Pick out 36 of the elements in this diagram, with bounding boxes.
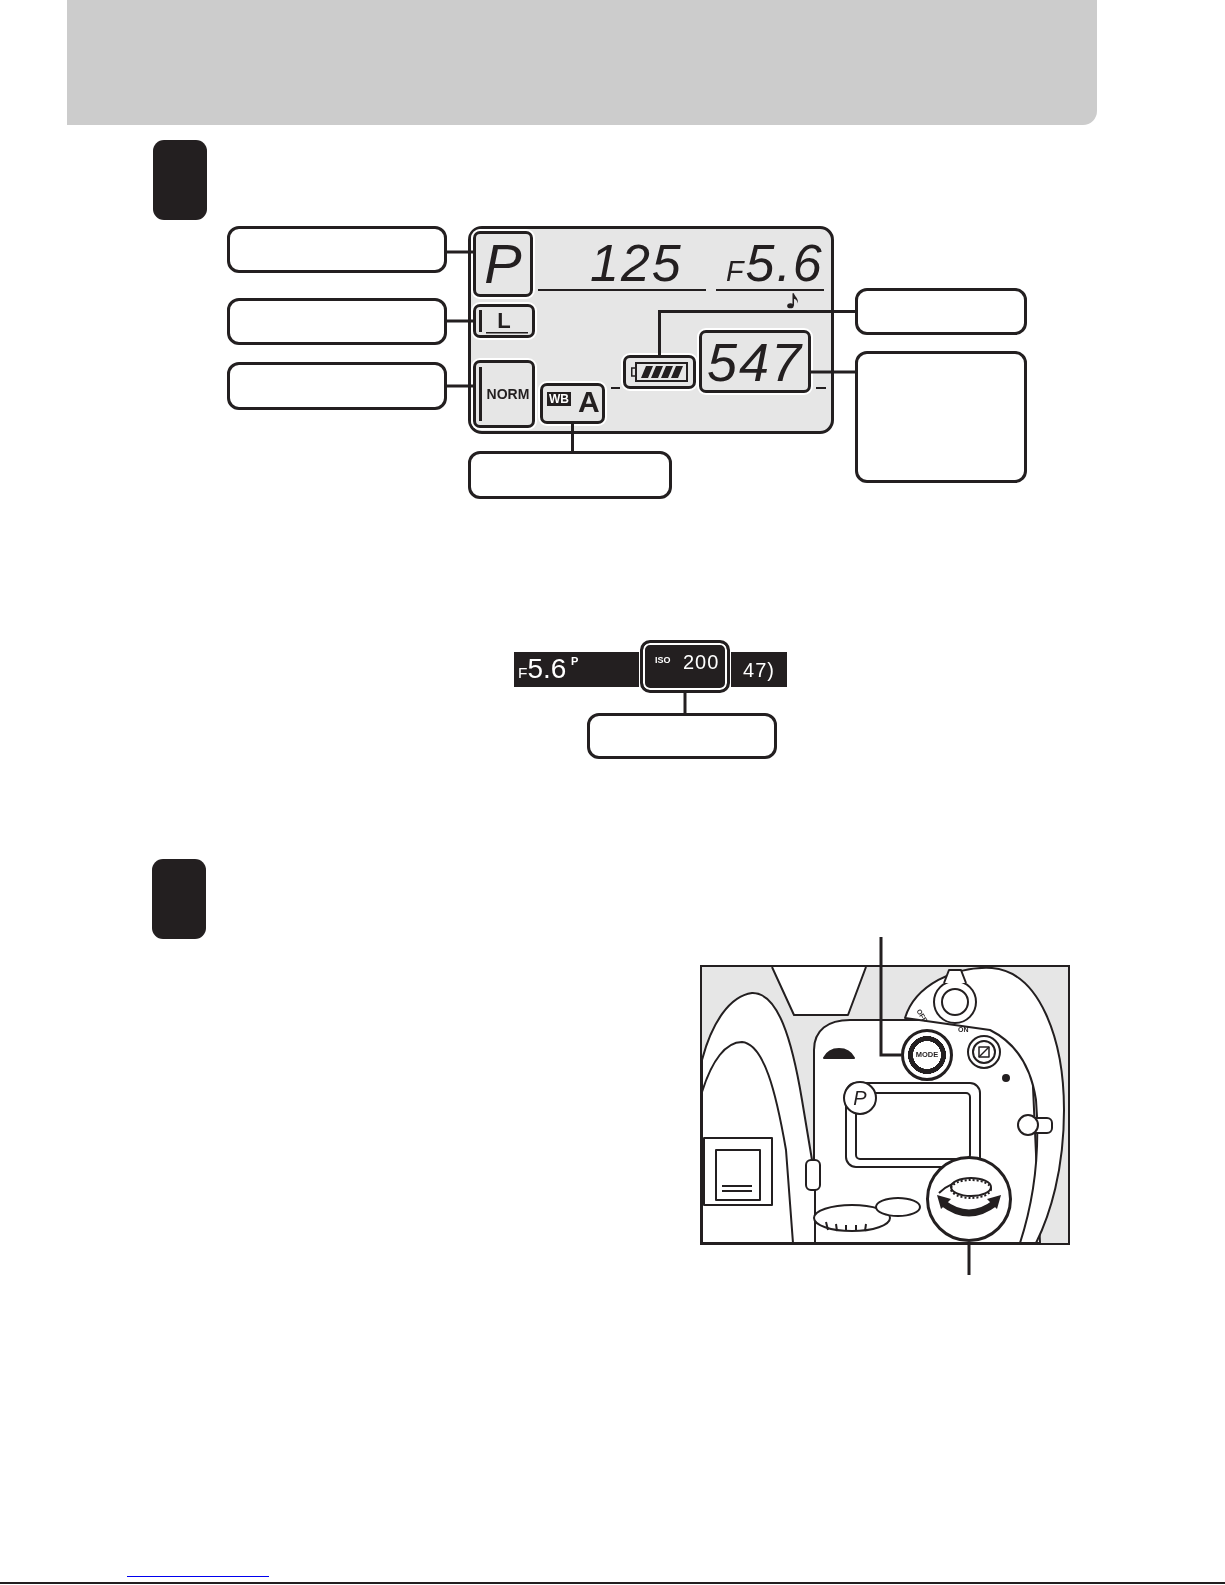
viewfinder-readout: F5.6 [518, 655, 567, 683]
leader-line [658, 310, 855, 355]
callout-box [855, 288, 1027, 335]
leader-line [447, 250, 473, 254]
leader-line [571, 424, 574, 451]
lcd-panel [468, 226, 834, 434]
callout-box [227, 298, 447, 345]
leader-line [447, 384, 473, 388]
leader-line [879, 937, 901, 1057]
step-marker [152, 859, 206, 939]
callout-box [227, 226, 447, 273]
leader-line [447, 319, 473, 323]
step-marker [153, 140, 207, 220]
leader-line [811, 370, 855, 374]
lcd-indicator: P [473, 231, 533, 297]
callout-box [227, 362, 447, 410]
viewfinder-readout: P [571, 656, 579, 667]
lcd-indicator: 547 [699, 330, 811, 393]
leader-line [683, 693, 687, 713]
callout-box [855, 351, 1027, 483]
viewfinder-readout: 200 [683, 652, 720, 672]
viewfinder-readout: ISO [655, 656, 671, 665]
callout-box [587, 713, 777, 759]
viewfinder-display [514, 652, 639, 687]
battery-indicator [623, 355, 696, 389]
leader-line [967, 1242, 971, 1275]
viewfinder-indicator [640, 640, 730, 693]
lcd-indicator: NORM [473, 360, 535, 428]
callout-box [468, 451, 672, 499]
lcd-indicator [540, 383, 605, 424]
lcd-indicator: L [473, 304, 535, 338]
viewfinder-display: 47) [731, 652, 787, 687]
lcd-symbol: WB [547, 392, 571, 406]
lcd-symbol: A [578, 387, 600, 417]
lcd-readout: F5.6 [726, 240, 824, 287]
lcd-readout: 125 [590, 240, 683, 287]
